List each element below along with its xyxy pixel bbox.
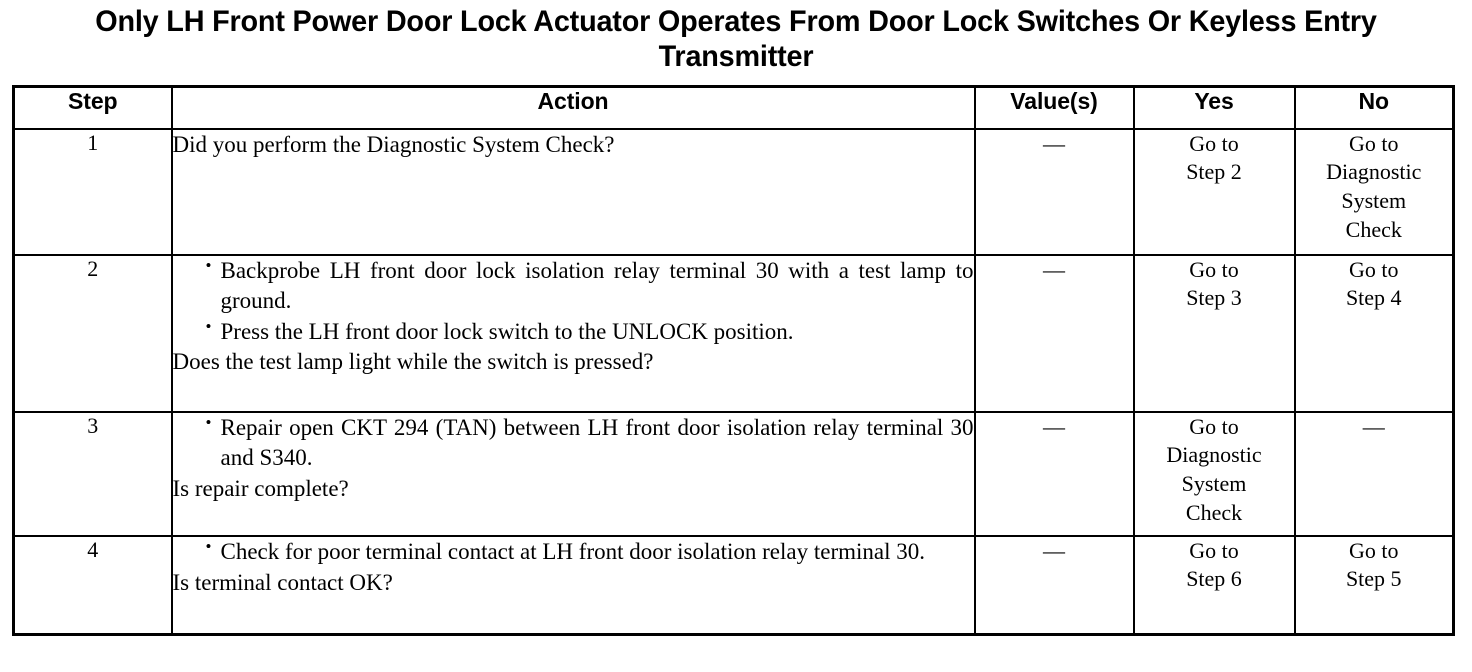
value-cell: — — [973, 127, 1135, 256]
step-number: 1 — [12, 127, 173, 256]
step-number: 3 — [12, 410, 173, 537]
value-cell: — — [973, 534, 1135, 636]
action-bullet-item: Repair open CKT 294 (TAN) between LH fro… — [173, 412, 974, 473]
table-row: 4 Check for poor terminal contact at LH … — [12, 534, 1455, 636]
action-question: Does the test lamp light while the switc… — [172, 349, 654, 375]
value-cell: — — [973, 410, 1135, 537]
action-bullet-list: Check for poor terminal contact at LH fr… — [173, 536, 974, 567]
table-header-row: Step Action Value(s) Yes No — [12, 85, 1455, 130]
action-cell: Check for poor terminal contact at LH fr… — [170, 534, 976, 636]
action-bullet-list: Backprobe LH front door lock isolation r… — [173, 255, 974, 347]
action-bullet-item: Check for poor terminal contact at LH fr… — [173, 536, 974, 567]
column-header-action: Action — [170, 85, 976, 130]
action-cell: Repair open CKT 294 (TAN) between LH fro… — [170, 410, 976, 537]
table-header: Step Action Value(s) Yes No — [12, 85, 1455, 130]
action-bullet-item: Press the LH front door lock switch to t… — [173, 316, 974, 347]
table-row: 3 Repair open CKT 294 (TAN) between LH f… — [12, 410, 1455, 537]
value-cell: — — [973, 253, 1135, 413]
table-row: 1 Did you perform the Diagnostic System … — [12, 127, 1455, 256]
action-cell: Backprobe LH front door lock isolation r… — [170, 253, 976, 413]
action-question: Is terminal contact OK? — [172, 569, 393, 595]
action-cell: Did you perform the Diagnostic System Ch… — [170, 127, 976, 256]
table-row: 2 Backprobe LH front door lock isolation… — [12, 253, 1455, 413]
diagnostic-table: Step Action Value(s) Yes No 1 Did you pe… — [12, 84, 1455, 636]
action-bullet-list: Repair open CKT 294 (TAN) between LH fro… — [173, 412, 974, 473]
action-bullet-item: Backprobe LH front door lock isolation r… — [173, 255, 974, 316]
action-question: Did you perform the Diagnostic System Ch… — [172, 131, 615, 157]
diagnostic-table-container: Step Action Value(s) Yes No 1 Did you pe… — [0, 75, 1472, 636]
step-number: 4 — [12, 534, 173, 636]
no-cell: — — [1293, 410, 1455, 537]
column-header-step: Step — [12, 85, 173, 130]
page-title: Only LH Front Power Door Lock Actuator O… — [95, 5, 1377, 74]
table-body: 1 Did you perform the Diagnostic System … — [12, 127, 1455, 636]
column-header-yes: Yes — [1132, 85, 1296, 130]
action-question: Is repair complete? — [172, 475, 349, 501]
column-header-no: No — [1293, 85, 1455, 130]
column-header-value: Value(s) — [973, 85, 1135, 130]
step-number: 2 — [12, 253, 173, 413]
